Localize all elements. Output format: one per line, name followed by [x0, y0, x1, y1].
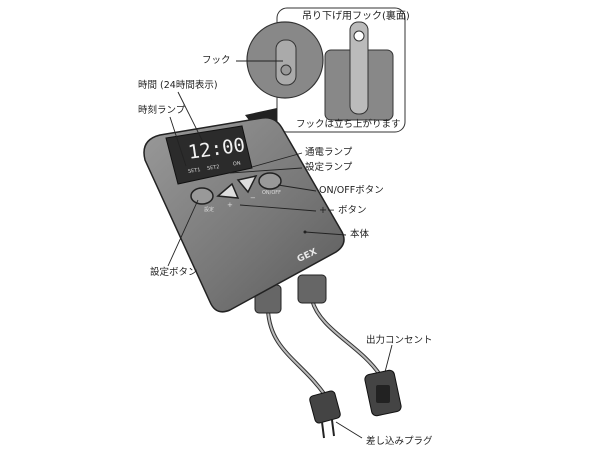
minus-text: −: [250, 194, 256, 202]
plus-text: +: [227, 201, 233, 209]
time-lamp-label: 時刻ランプ: [138, 105, 186, 116]
hook-label: フック: [202, 55, 231, 66]
hook-illustration: [349, 21, 369, 115]
plug-illustration: [309, 390, 341, 424]
onoff-text: ON/OFF: [262, 190, 282, 196]
callout-caption: フックは立ち上がります: [296, 119, 401, 130]
onoff-button[interactable]: [258, 172, 282, 190]
onoff-button-label: ON/OFFボタン: [319, 185, 384, 196]
plug-label: 差し込みプラグ: [366, 436, 433, 447]
leader-lines: [167, 91, 393, 439]
body-label: 本体: [350, 229, 370, 240]
setting-button[interactable]: [190, 187, 214, 205]
setting-lamp-label: 設定ランプ: [305, 162, 353, 173]
callout-title: 吊り下げ用フック(裏面): [302, 11, 410, 22]
lamp-on-label: ON: [232, 160, 242, 168]
minus-button[interactable]: [236, 174, 258, 194]
output-outlet-label: 出力コンセント: [366, 335, 433, 346]
time-display-label: 時間 (24時間表示): [138, 80, 218, 91]
plus-minus-button-label: +− ボタン: [319, 205, 367, 216]
plus-button[interactable]: [216, 182, 240, 199]
set-button-text: 設定: [204, 207, 215, 213]
setting-button-label: 設定ボタン: [150, 267, 198, 278]
power-lamp-label: 通電ランプ: [305, 147, 353, 158]
